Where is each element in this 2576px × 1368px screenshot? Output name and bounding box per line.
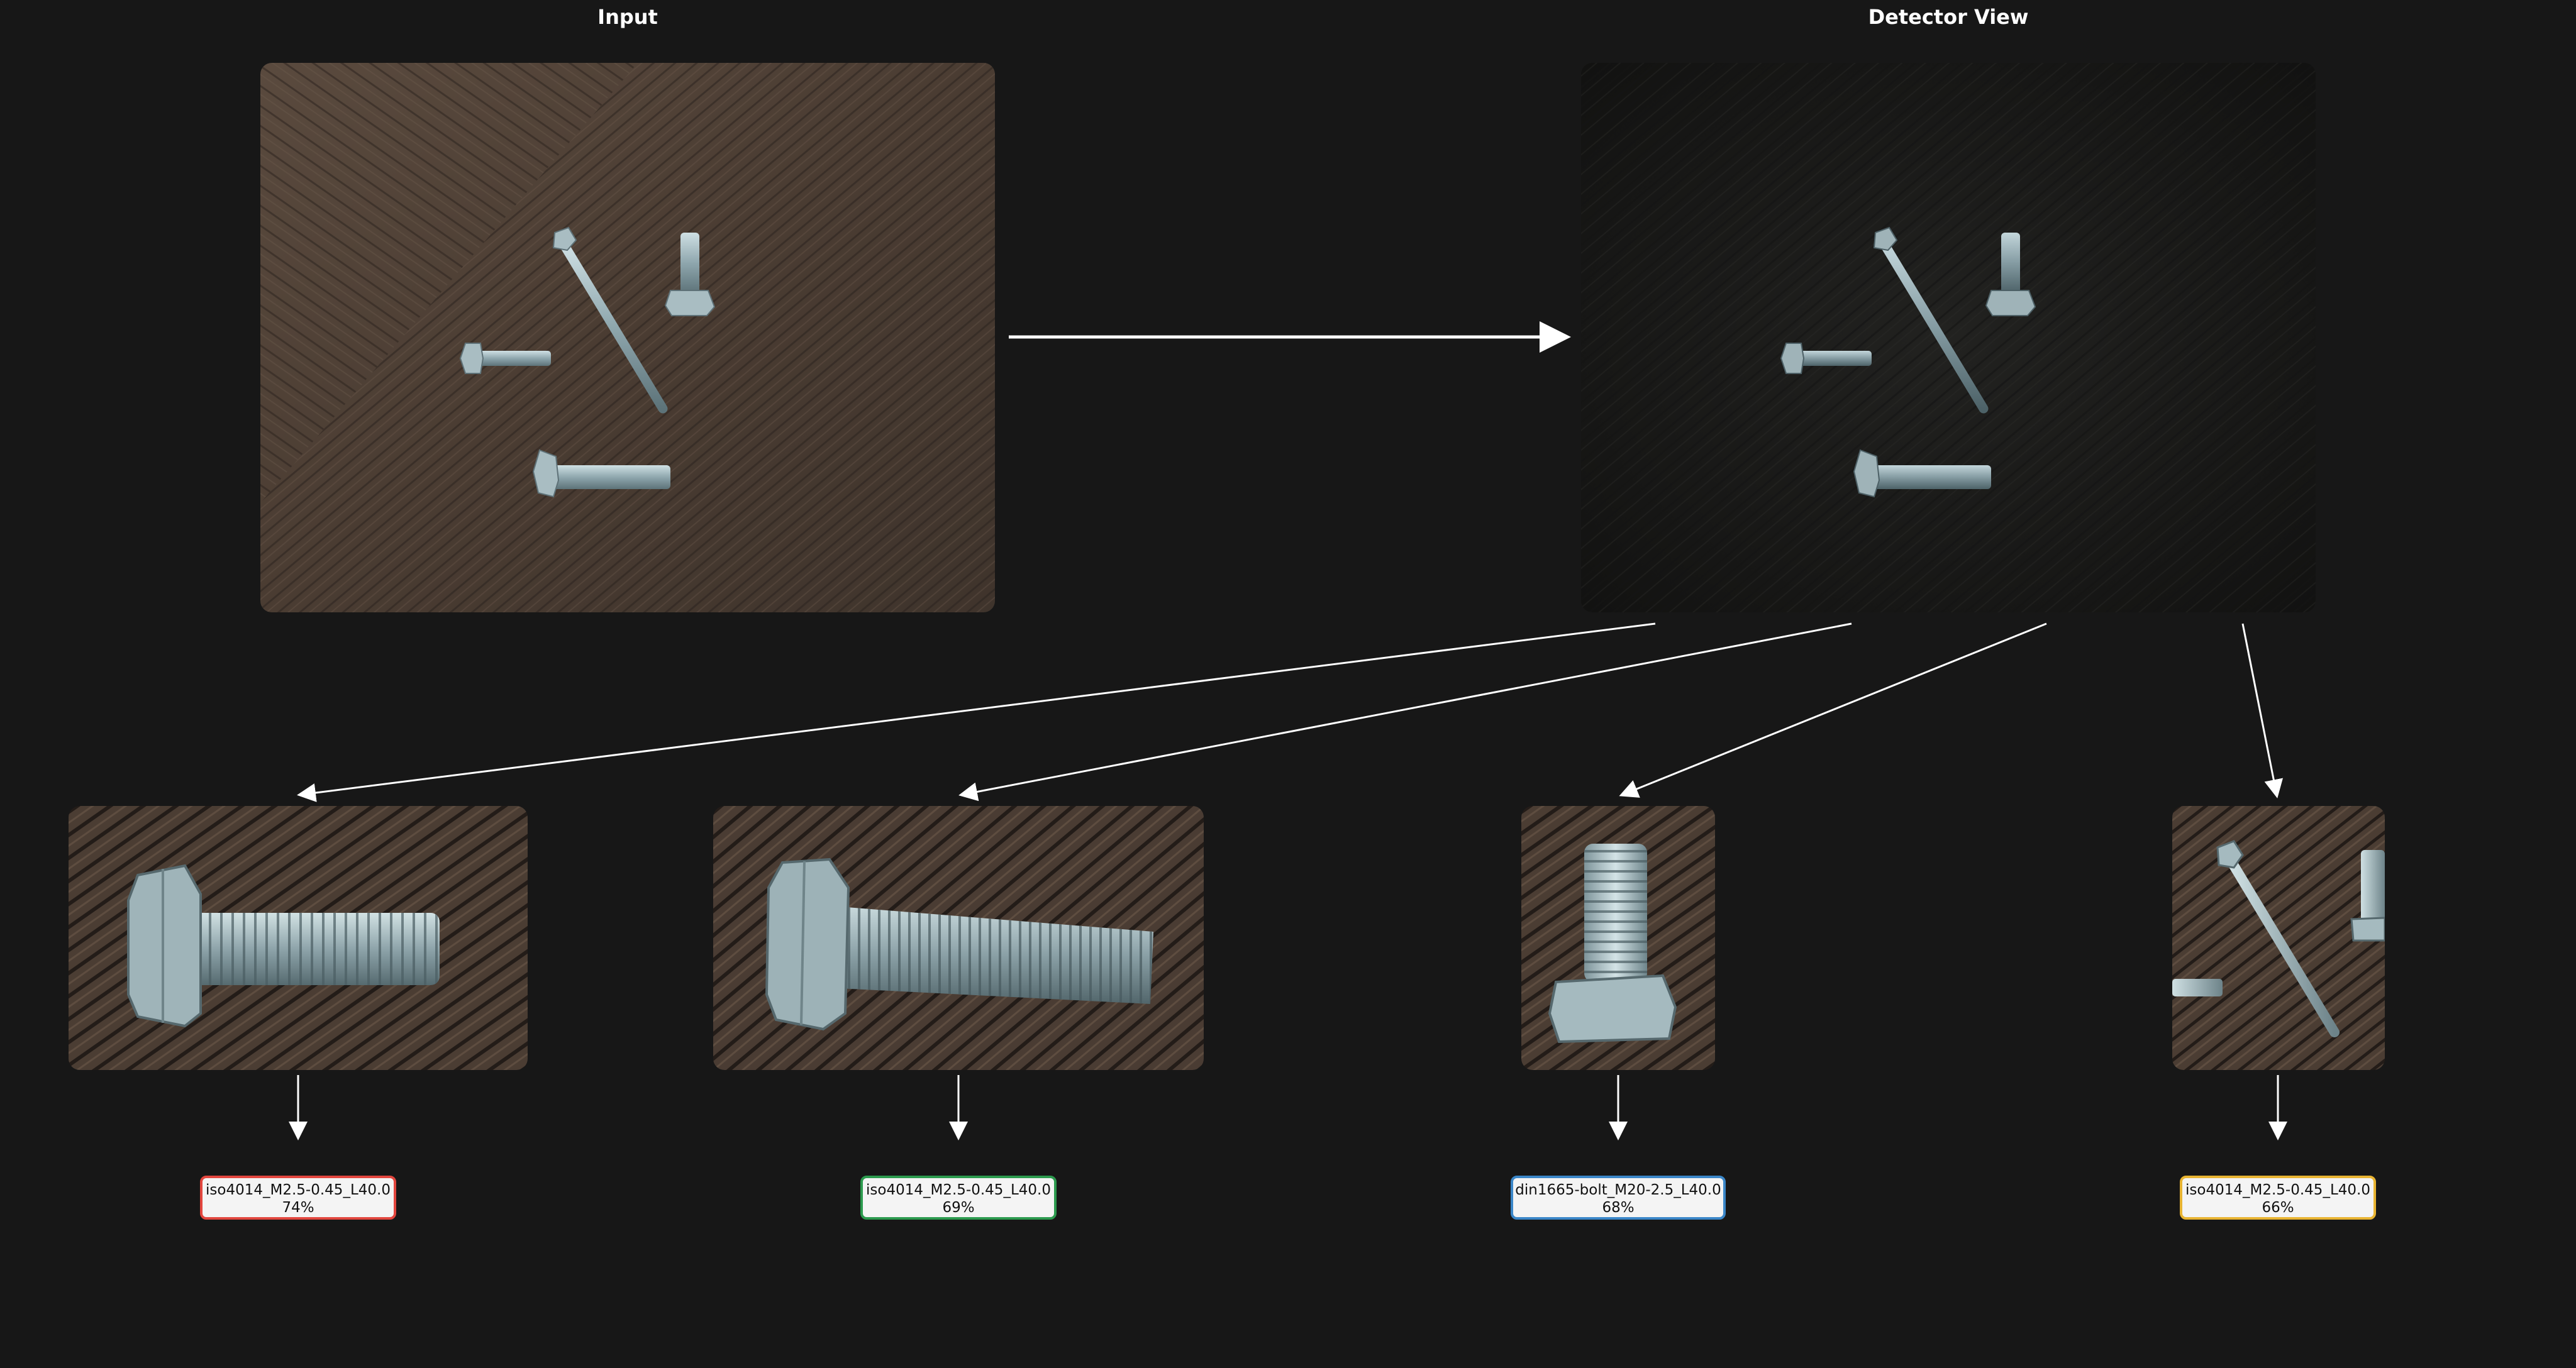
result-class: iso4014_M2.5-0.45_L40.0 [2185, 1182, 2370, 1198]
bolt-small-horizontal [459, 343, 551, 374]
crop-image-1 [69, 806, 528, 1070]
input-image [260, 63, 995, 612]
arrow-detector-to-crop-4 [2241, 623, 2284, 798]
result-confidence: 69% [942, 1200, 975, 1216]
result-label-3: din1665-bolt_M20-2.5_L40.0 68% [1511, 1176, 1726, 1220]
bolt-bottom-horizontal [532, 449, 670, 498]
result-label-2: iso4014_M2.5-0.45_L40.0 69% [860, 1176, 1057, 1220]
result-class: din1665-bolt_M20-2.5_L40.0 [1515, 1182, 1721, 1198]
arrow-detector-to-crop-3 [1619, 622, 2047, 798]
bolt-upright [664, 233, 716, 316]
result-confidence: 66% [2262, 1200, 2294, 1216]
arrow-detector-to-crop-1 [297, 622, 1656, 802]
detector-view-heading: Detector View [1868, 5, 2029, 29]
detected-bolt-upright [1985, 233, 2036, 316]
detected-bolt-long-diagonal [1873, 226, 1989, 414]
arrow-detector-to-crop-2 [958, 622, 1852, 802]
detected-bolt-small-horizontal [1780, 343, 1872, 374]
crop-image-3 [1521, 806, 1715, 1070]
result-class: iso4014_M2.5-0.45_L40.0 [206, 1182, 391, 1198]
result-label-1: iso4014_M2.5-0.45_L40.0 74% [200, 1176, 396, 1220]
detected-bolt-bottom-horizontal [1853, 449, 1991, 498]
crop-image-4 [2172, 806, 2385, 1070]
result-label-4: iso4014_M2.5-0.45_L40.0 66% [2180, 1176, 2376, 1220]
detector-view-image [1581, 63, 2316, 612]
result-confidence: 68% [1602, 1200, 1635, 1216]
crop-image-2 [713, 806, 1204, 1070]
result-class: iso4014_M2.5-0.45_L40.0 [866, 1182, 1051, 1198]
bolt-long-diagonal [552, 226, 668, 414]
result-confidence: 74% [282, 1200, 314, 1216]
input-heading: Input [597, 5, 658, 29]
